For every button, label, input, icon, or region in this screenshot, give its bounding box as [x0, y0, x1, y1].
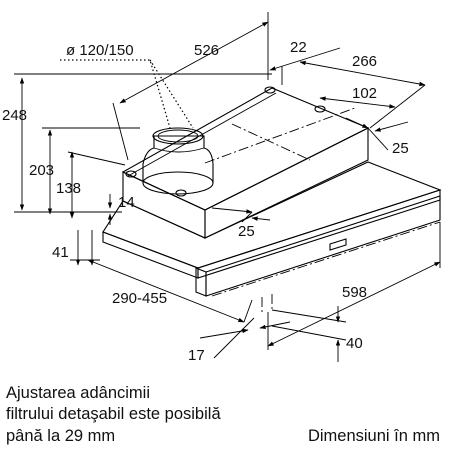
- hood-body: [121, 87, 370, 239]
- dim-598-label: 598: [342, 284, 367, 301]
- dim-25-right-label: 25: [392, 140, 409, 157]
- dim-138: 138: [56, 151, 126, 219]
- duct-diameter-label: ø 120/150: [66, 42, 134, 59]
- dim-526-label: 526: [194, 42, 219, 59]
- dim-25-lower-label: 25: [238, 223, 255, 240]
- dim-526: 526: [112, 12, 269, 161]
- mounting-holes: [125, 86, 326, 197]
- dim-266: 266: [299, 53, 426, 129]
- duct-diameter-dim: ø 120/150: [60, 42, 194, 129]
- dim-598: 598: [267, 222, 441, 350]
- dim-22-label: 22: [290, 39, 307, 56]
- dim-14-label: 14: [118, 194, 135, 211]
- note-line-3: până la 29 mm: [6, 427, 115, 445]
- note-line-2: filtrului detaşabil este posibilă: [6, 405, 221, 423]
- dim-40-label: 40: [346, 335, 363, 352]
- duct-spigot: [142, 127, 214, 195]
- dim-203: 203: [29, 127, 140, 215]
- dim-14: 14: [96, 194, 135, 225]
- dim-290-455: 290-455: [87, 259, 253, 323]
- dim-248-label: 248: [2, 107, 27, 124]
- dim-290-455-label: 290-455: [112, 290, 167, 307]
- dim-17: 17: [188, 317, 291, 364]
- dim-102-label: 102: [352, 85, 377, 102]
- dim-41: 41: [52, 230, 100, 266]
- dim-40: 40: [271, 306, 363, 362]
- dim-102: 102: [319, 85, 396, 109]
- dim-138-label: 138: [56, 180, 81, 197]
- dim-25-right: 25: [345, 117, 409, 157]
- dim-203-label: 203: [29, 162, 54, 179]
- dim-22: 22: [269, 39, 341, 85]
- units-caption: Dimensiuni în mm: [308, 427, 440, 445]
- note-line-1: Ajustarea adâncimii: [6, 384, 150, 402]
- dim-41-label: 41: [52, 244, 69, 261]
- dim-25-lower: 25: [211, 207, 271, 240]
- dim-248: 248: [2, 73, 272, 213]
- dim-266-label: 266: [352, 53, 377, 70]
- dim-17-label: 17: [188, 347, 205, 364]
